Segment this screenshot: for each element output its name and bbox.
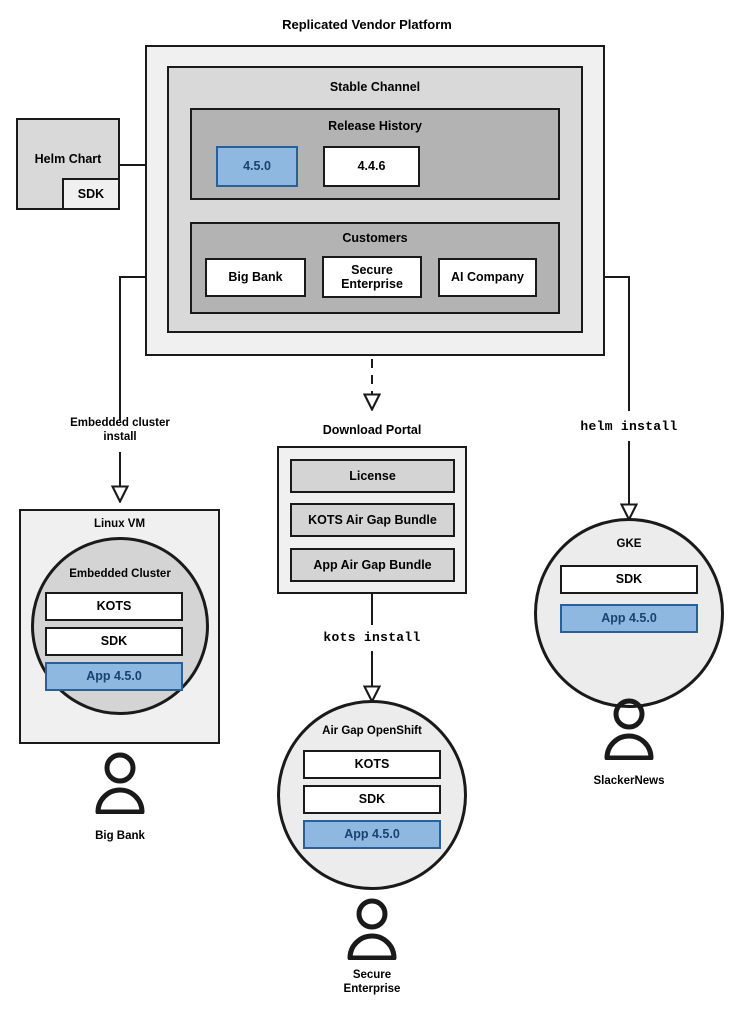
- embedded-cluster-label: Embedded Cluster: [69, 568, 171, 580]
- edge-label-kots-install: kots install: [323, 630, 421, 645]
- edge-label-helm-install: helm install: [580, 419, 678, 434]
- avatar-secure-enterprise: [344, 898, 400, 961]
- page-title: Replicated Vendor Platform: [282, 17, 452, 32]
- linux-vm-component-app[interactable]: App 4.5.0: [45, 662, 183, 691]
- avatar-big-bank: [92, 752, 148, 815]
- openshift-component-sdk[interactable]: SDK: [303, 785, 441, 814]
- openshift-component-kots[interactable]: KOTS: [303, 750, 441, 779]
- customers-title: Customers: [342, 231, 408, 245]
- customer-box-secure-enterprise[interactable]: Secure Enterprise: [322, 256, 422, 298]
- customer-label-big-bank: Big Bank: [95, 830, 145, 842]
- gke-component-app[interactable]: App 4.5.0: [560, 604, 698, 633]
- download-portal-item-license[interactable]: License: [290, 459, 455, 493]
- linux-vm-component-sdk[interactable]: SDK: [45, 627, 183, 656]
- linux-vm-component-kots[interactable]: KOTS: [45, 592, 183, 621]
- release-box-4-4-6[interactable]: 4.4.6: [323, 146, 420, 187]
- edge-label-embedded-cluster-install: Embedded cluster install: [70, 417, 170, 443]
- download-portal-item-app-air-gap-bundle[interactable]: App Air Gap Bundle: [290, 548, 455, 582]
- customer-box-ai-company[interactable]: AI Company: [438, 258, 537, 297]
- release-box-4-5-0[interactable]: 4.5.0: [216, 146, 298, 187]
- openshift-component-app[interactable]: App 4.5.0: [303, 820, 441, 849]
- release-history-title: Release History: [328, 119, 422, 133]
- customer-label-slackernews: SlackerNews: [593, 775, 665, 787]
- helm-chart-sdk-box[interactable]: SDK: [62, 178, 120, 210]
- gke-label: GKE: [616, 538, 642, 550]
- avatar-slackernews: [601, 698, 657, 761]
- linux-vm-label: Linux VM: [93, 518, 146, 530]
- download-portal-item-kots-air-gap-bundle[interactable]: KOTS Air Gap Bundle: [290, 503, 455, 537]
- helm-chart-label: Helm Chart: [34, 152, 102, 166]
- download-portal-title: Download Portal: [322, 423, 422, 437]
- gke-component-sdk[interactable]: SDK: [560, 565, 698, 594]
- customer-label-secure-enterprise: Secure Enterprise: [343, 969, 401, 995]
- air-gap-openshift-label: Air Gap OpenShift: [322, 725, 422, 737]
- customer-box-big-bank[interactable]: Big Bank: [205, 258, 306, 297]
- stable-channel-title: Stable Channel: [329, 80, 421, 94]
